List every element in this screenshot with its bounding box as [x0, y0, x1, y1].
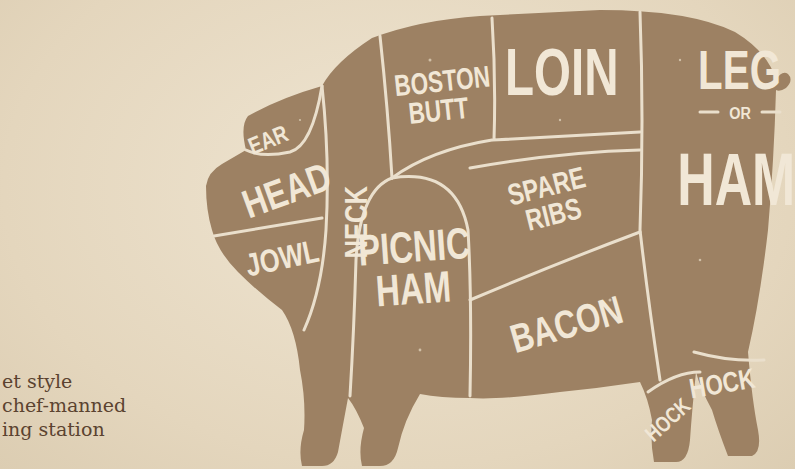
speckle-texture [299, 59, 701, 352]
part-name: HEAD [238, 157, 336, 224]
part-name: PICNIC HAM [357, 223, 468, 314]
part-name: LEG [699, 43, 782, 96]
part-name: BACON [506, 290, 626, 358]
part-name: HAM [677, 145, 795, 215]
part-name: JOWL [243, 235, 322, 280]
part-name: BOSTON BUTT [393, 63, 481, 128]
part-name: OR [729, 106, 751, 121]
caption-note: chef-manned [2, 396, 126, 414]
caption-note: ing station [2, 420, 105, 438]
pig-silhouette [206, 10, 791, 466]
part-name: HOCK [687, 365, 757, 403]
part-name: SPARE RIBS [498, 161, 603, 239]
part-name: EAR [245, 122, 291, 158]
part-name: LOIN [505, 41, 619, 104]
part-name: HOCK [642, 395, 694, 445]
caption-note: et style [2, 372, 72, 390]
